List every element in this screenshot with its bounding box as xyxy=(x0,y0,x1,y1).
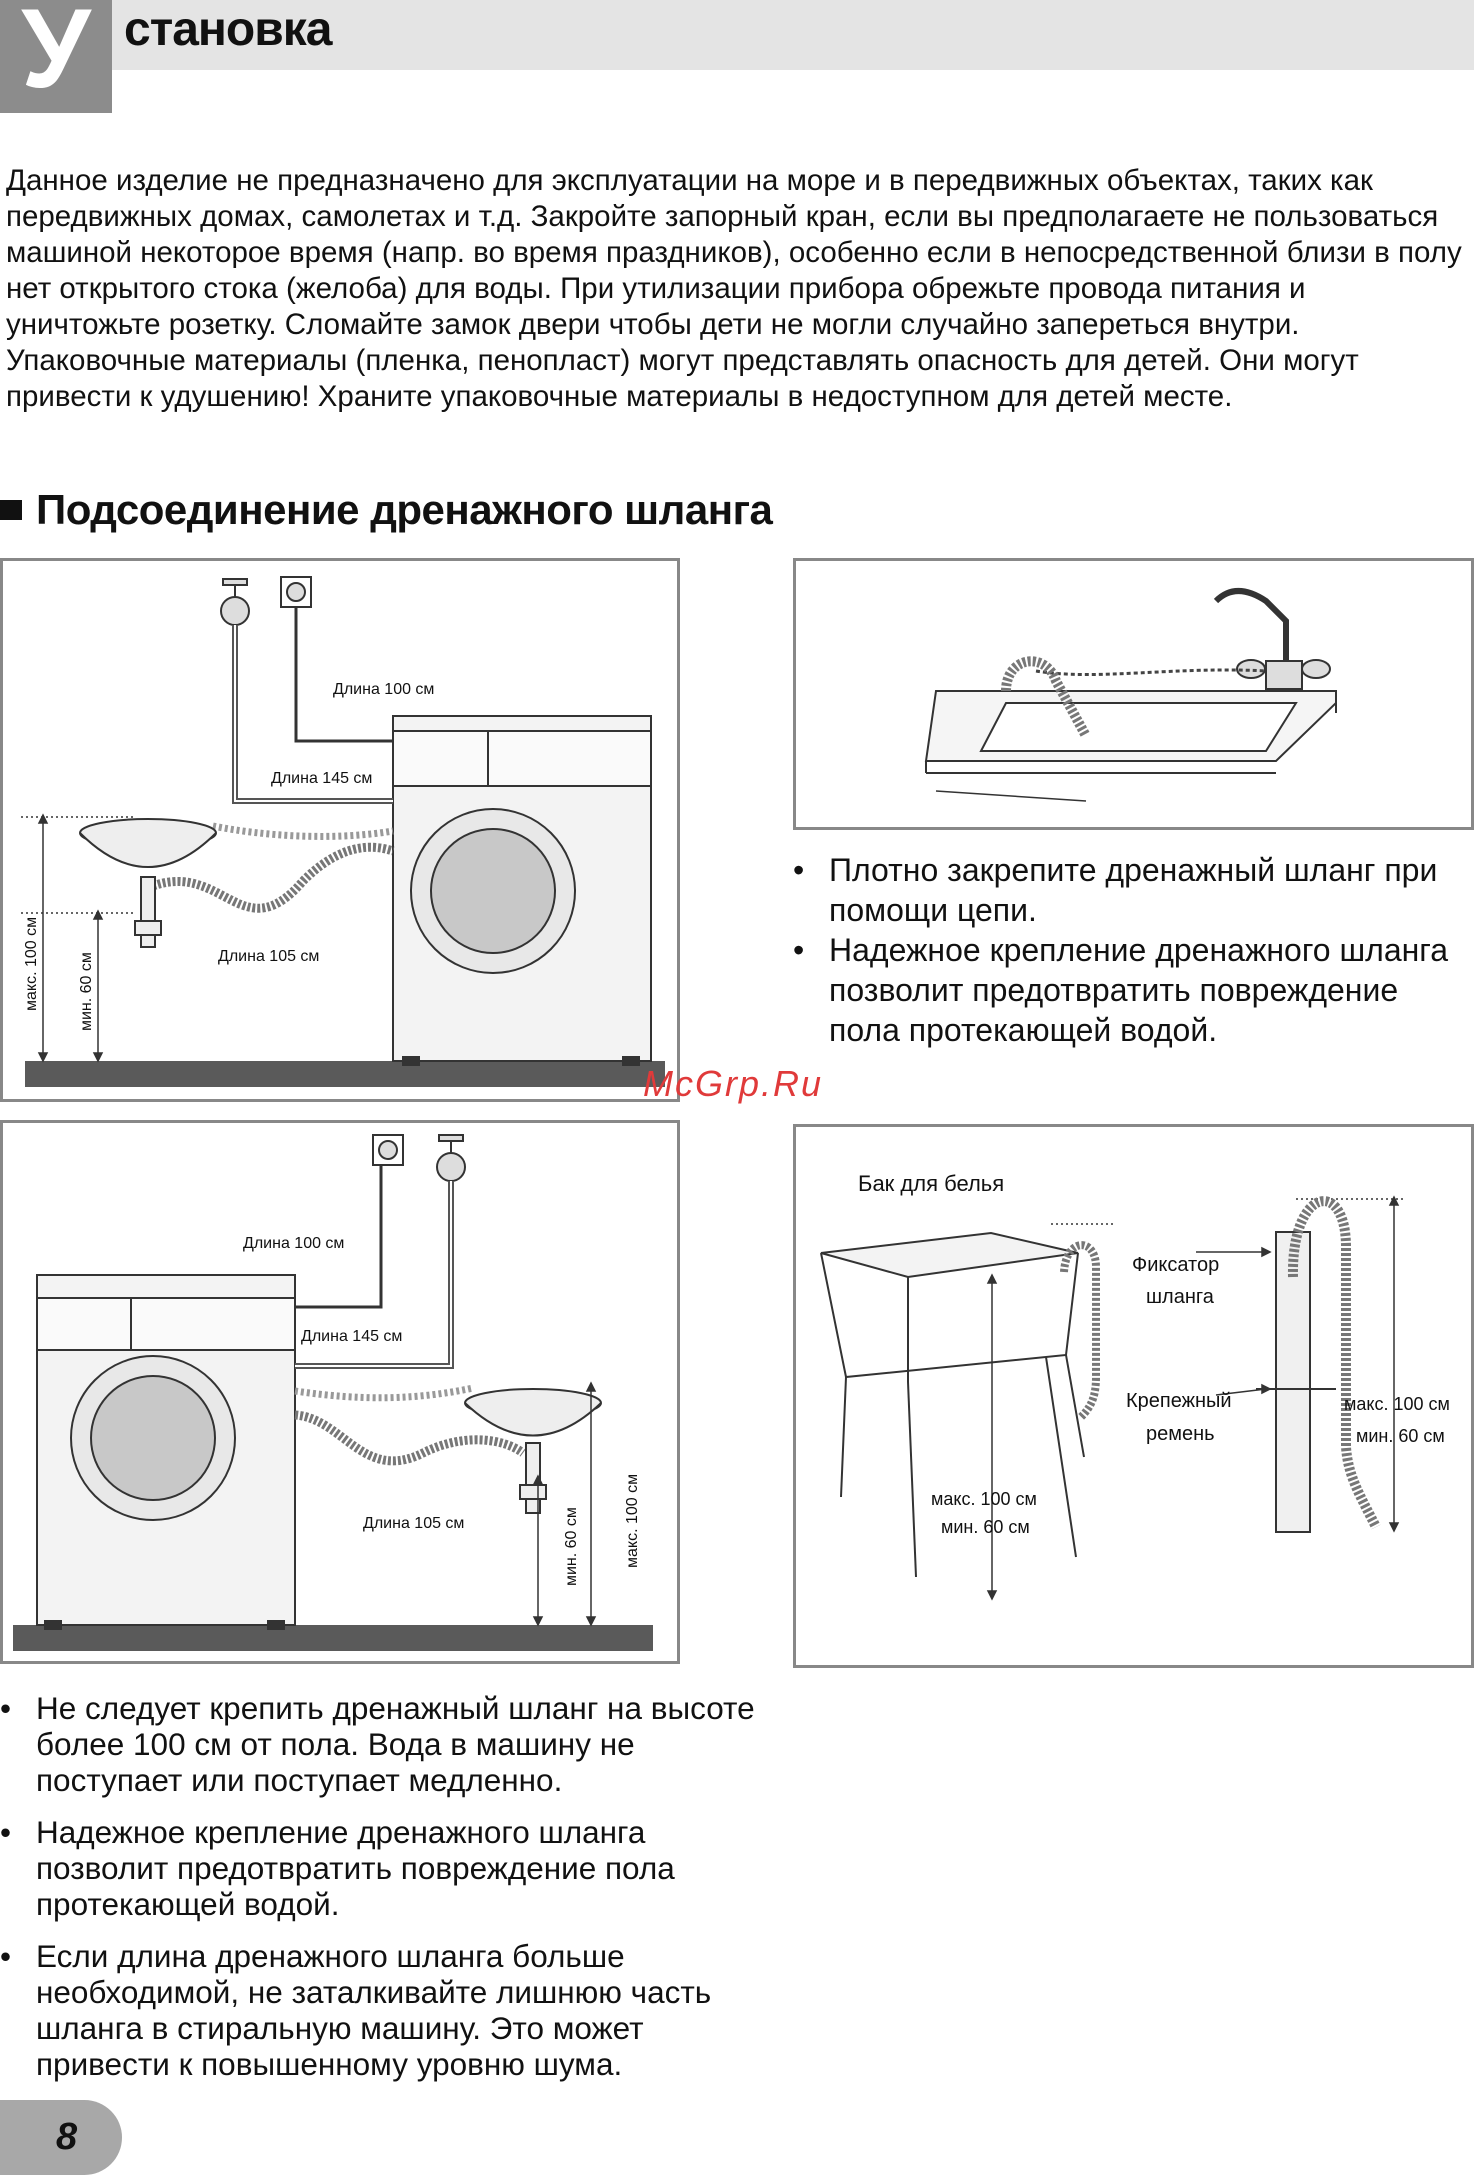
laundry-tank xyxy=(820,1231,1085,1578)
list-item: •Плотно закрепите дренажный шланг при по… xyxy=(793,852,1438,928)
label-length-105: Длина 105 см xyxy=(363,1515,464,1532)
header-initial-box xyxy=(0,0,112,113)
section-title: Подсоединение дренажного шланга xyxy=(36,486,773,533)
dimension-lines xyxy=(532,1381,597,1627)
list-item: •Не следует крепить дренажный шланг на в… xyxy=(0,1690,755,1798)
label-max-100: макс. 100 см xyxy=(23,917,40,1011)
dimension-lines xyxy=(21,813,133,1063)
label-min-60-pipe: мин. 60 см xyxy=(1356,1426,1445,1446)
label-length-100: Длина 100 см xyxy=(243,1235,344,1252)
page-title: становка xyxy=(124,3,332,56)
figure-tank-standpipe: Бак для белья Фиксатор шланга Крепежный xyxy=(793,1124,1474,1668)
page-number-badge xyxy=(0,2100,122,2175)
drain-hose-top xyxy=(294,1384,474,1402)
label-length-145: Длина 145 см xyxy=(301,1328,402,1345)
intro-paragraph: Упаковочные материалы (пленка, пенопласт… xyxy=(6,344,1359,413)
power-socket-icon xyxy=(372,1134,404,1166)
water-tap-icon xyxy=(436,1134,466,1182)
sink-icon xyxy=(464,1388,602,1514)
drain-hose-standpipe xyxy=(1287,1196,1381,1530)
figure-sink-right-drawing: Длина 100 см Длина 145 см Длина 105 см м… xyxy=(13,1134,653,1651)
header-initial-letter: У xyxy=(21,0,91,111)
drain-hose xyxy=(294,1410,526,1466)
bullets-left: •Не следует крепить дренажный шланг на в… xyxy=(0,1690,760,2098)
figure-chain-fixing xyxy=(793,558,1474,830)
header-bar xyxy=(0,0,1474,70)
list-item: •Если длина дренажного шланга больше нео… xyxy=(0,1938,712,2082)
standpipe xyxy=(1256,1231,1336,1533)
label-fixator-2: шланга xyxy=(1146,1286,1215,1308)
label-length-100: Длина 100 см xyxy=(333,681,434,698)
drain-hose xyxy=(1001,656,1091,739)
label-length-145: Длина 145 см xyxy=(271,770,372,787)
drain-hose xyxy=(151,842,395,913)
intro-paragraph: Данное изделие не предназначено для эксп… xyxy=(6,164,1462,341)
page-number: 8 xyxy=(56,2116,78,2158)
label-length-105: Длина 105 см xyxy=(218,948,319,965)
power-socket-icon xyxy=(280,576,312,608)
list-item: •Надежное крепление дренажного шланга по… xyxy=(793,932,1449,1048)
figure-sink-right: Длина 100 см Длина 145 см Длина 105 см м… xyxy=(0,1120,680,1664)
label-max-100-tank: макс. 100 см xyxy=(931,1489,1037,1509)
figure-sink-left-drawing: Длина 100 см Длина 145 см Длина 105 см м… xyxy=(21,576,665,1087)
label-max-100: макс. 100 см xyxy=(624,1474,641,1568)
label-max-100-pipe: макс. 100 см xyxy=(1344,1394,1450,1414)
floor xyxy=(13,1625,653,1651)
chain xyxy=(1035,668,1267,677)
washing-machine xyxy=(36,1274,296,1630)
bullets-right: •Плотно закрепите дренажный шланг при по… xyxy=(793,850,1474,1050)
label-strap-1: Крепежный xyxy=(1126,1390,1232,1412)
power-cable xyxy=(295,1165,383,1309)
washing-machine xyxy=(392,715,652,1066)
sink-icon xyxy=(79,818,217,948)
watermark: McGrp.Ru xyxy=(643,1063,824,1104)
intro-text: Данное изделие не предназначено для эксп… xyxy=(6,163,1468,415)
section-square-icon xyxy=(0,500,22,520)
figure-tank-drawing: Бак для белья Фиксатор шланга Крепежный xyxy=(820,1171,1450,1601)
sink-basin xyxy=(924,690,1337,802)
label-strap-2: ремень xyxy=(1146,1423,1215,1445)
water-tap-icon xyxy=(220,578,250,626)
label-min-60: мин. 60 см xyxy=(78,952,95,1031)
label-min-60: мин. 60 см xyxy=(563,1507,580,1586)
faucet-icon xyxy=(1213,588,1331,690)
list-item: •Надежное крепление дренажного шланга по… xyxy=(0,1814,675,1922)
drain-hose xyxy=(1060,1241,1100,1420)
label-tank: Бак для белья xyxy=(858,1171,1004,1196)
dimension-lines xyxy=(986,1195,1406,1601)
figure-sink-left: Длина 100 см Длина 145 см Длина 105 см м… xyxy=(0,558,680,1102)
floor xyxy=(25,1061,665,1087)
power-cable xyxy=(294,607,393,743)
label-fixator-1: Фиксатор xyxy=(1132,1254,1219,1276)
label-min-60-tank: мин. 60 см xyxy=(941,1517,1030,1537)
drain-hose-top xyxy=(212,822,394,840)
figure-chain-drawing xyxy=(924,588,1337,802)
